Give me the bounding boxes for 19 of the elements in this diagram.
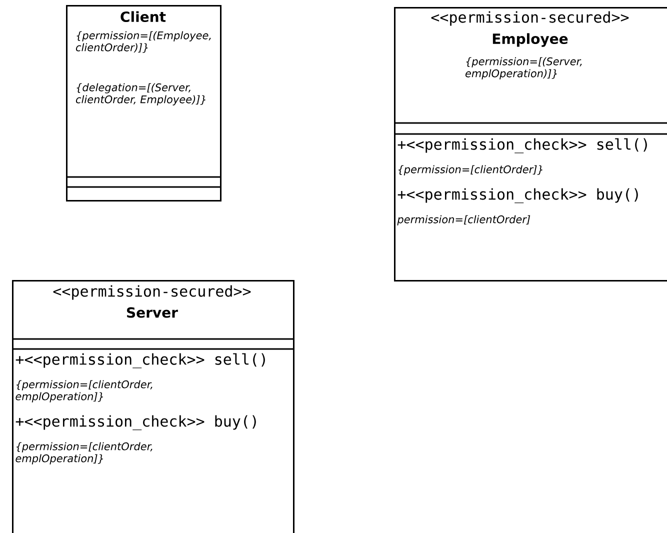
class-box	[12, 280, 294, 533]
class-name: Client	[120, 11, 166, 22]
constraint-label: {permission=[clientOrder, emplOperation]}	[16, 442, 152, 464]
stereotype-label: <<permission-secured>>	[431, 11, 629, 26]
operation-label: +<<permission_check>> sell()	[398, 138, 647, 154]
constraint-label: {permission=[(Employee, clientOrder)]}	[76, 31, 211, 53]
constraint-label: {permission=[clientOrder]}	[398, 165, 542, 176]
operation-label: +<<permission_check>> buy()	[16, 415, 256, 430]
class-box	[66, 5, 222, 202]
constraint-label: {delegation=[(Server, clientOrder, Employee)]}	[76, 83, 206, 106]
operation-label: +<<permission_check>> sell()	[16, 353, 265, 368]
class-box	[394, 7, 667, 282]
constraint-label: {permission=[(Server, emplOperation)]}	[465, 57, 582, 80]
class-name: Employee	[492, 33, 568, 47]
class-name: Server	[127, 307, 178, 318]
constraint-label: {permission=[clientOrder, emplOperation]}	[16, 380, 152, 402]
stereotype-label: <<permission-secured>>	[53, 285, 251, 300]
operation-label: +<<permission_check>> buy()	[398, 188, 638, 204]
constraint-label: permission=[clientOrder]	[397, 215, 530, 226]
